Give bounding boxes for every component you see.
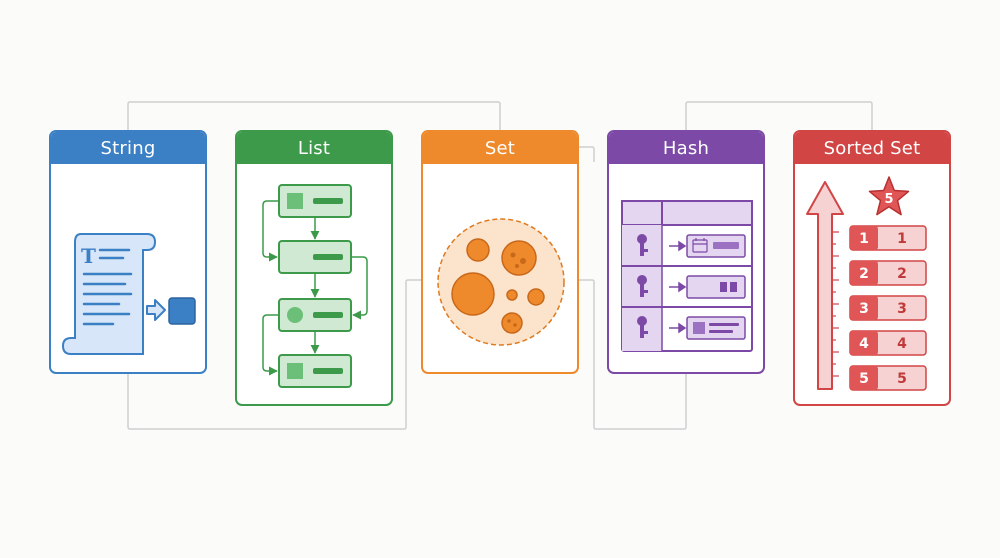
rank-score: 3 [897,301,907,317]
connector-string-set-bottom [127,279,421,430]
list-node-3 [278,298,352,332]
list-node-2 [278,240,352,274]
rank-row-1: 1 1 [849,225,927,251]
list-links [262,200,368,376]
connector-hash-sorted-set [685,101,873,130]
hash-row-1 [637,234,746,258]
arrow-right-icon [146,299,166,321]
rank-number: 3 [859,301,869,317]
rank-number: 1 [859,231,869,247]
rank-row-5: 5 5 [849,365,927,391]
document-letter: T [81,244,96,268]
set-card-header: Set [423,132,577,164]
rank-score: 5 [897,371,907,387]
rank-row-3: 3 3 [849,295,927,321]
rank-number: 4 [859,336,869,352]
calendar-icon [692,238,708,253]
connector-set-hash-bottom [579,279,687,430]
hash-card-header: Hash [609,132,763,164]
string-card-header: String [51,132,205,164]
star-icon: 5 [868,176,910,216]
string-card: String T [49,130,207,374]
arrow-right-icon [669,240,687,252]
set-card-body [423,164,577,372]
document-text-lines [82,248,133,326]
rank-score: 2 [897,266,907,282]
arrow-up-icon [806,181,844,390]
key-icon [637,234,648,256]
set-member-dots [507,252,526,327]
key-icon [637,316,648,338]
list-node-4 [278,354,352,388]
rank-score: 4 [897,336,907,352]
document-scroll-icon: T [61,233,157,355]
rank-number: 2 [859,266,869,282]
sorted-set-card: Sorted Set [793,130,951,406]
set-members [451,238,545,334]
set-member-5 [527,288,545,306]
set-card: Set [421,130,579,374]
set-member-2 [501,240,537,276]
connector-set-hash-top [579,146,595,162]
rank-score: 1 [897,231,907,247]
rank-row-2: 2 2 [849,260,927,286]
hash-row-3 [637,316,746,340]
arrow-right-icon [669,281,687,293]
star-label: 5 [884,192,893,207]
list-card-body [237,164,391,404]
hash-card: Hash [607,130,765,374]
sorted-set-card-body: 5 1 1 2 2 3 3 [795,164,949,404]
hash-row-2 [637,275,746,299]
key-icon [637,275,648,297]
list-node-1 [278,184,352,218]
rank-row-4: 4 4 [849,330,927,356]
set-member-4 [506,289,518,301]
arrow-right-icon [669,322,687,334]
sorted-set-card-header: Sorted Set [795,132,949,164]
list-card-header: List [237,132,391,164]
set-member-1 [466,238,490,262]
connector-string-set [127,101,501,130]
rank-number: 5 [859,371,869,387]
string-card-body: T [51,164,205,372]
value-block-icon [168,297,196,325]
set-member-3 [451,272,495,316]
hash-card-body [609,164,763,372]
set-member-6 [501,312,523,334]
list-card: List [235,130,393,406]
